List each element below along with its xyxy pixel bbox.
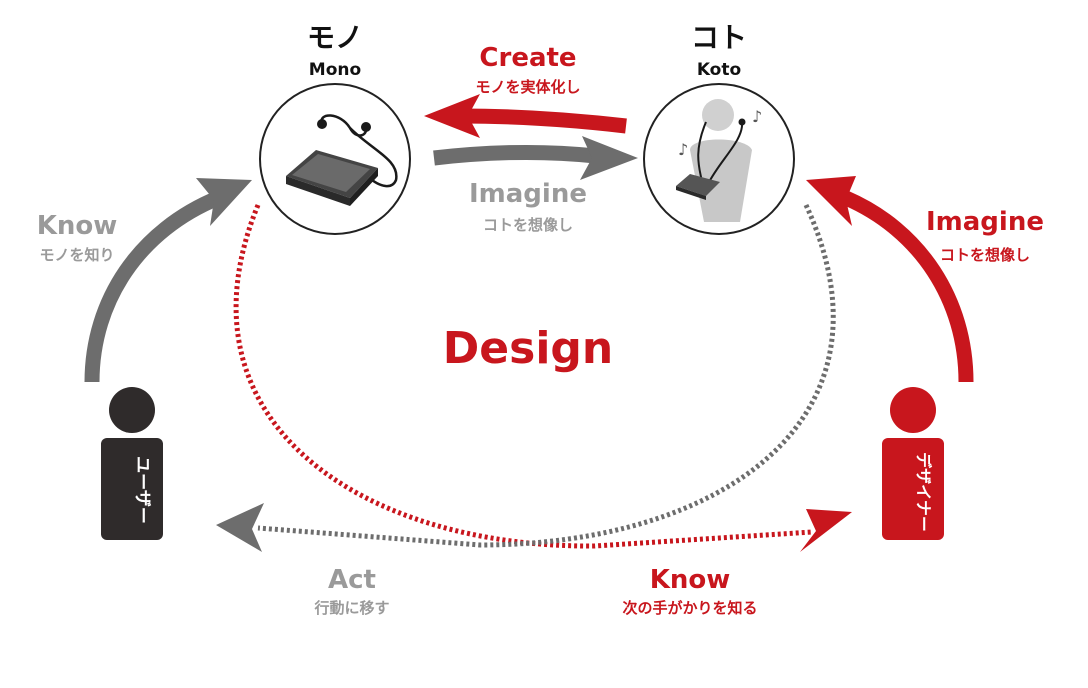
know-left-sub-label: モノを知り — [39, 246, 114, 264]
gray-dotted-loop — [257, 203, 836, 548]
koto-en-label: Koto — [697, 60, 741, 80]
user-node: ユーザー — [101, 387, 163, 540]
imagine-right-arrowhead — [806, 176, 856, 226]
imagine-right-arrow — [842, 191, 974, 383]
mono-en-label: Mono — [309, 60, 361, 80]
act-label: Act — [328, 565, 376, 595]
create-sub-label: モノを実体化し — [475, 78, 580, 96]
imagine-right-label: Imagine — [926, 207, 1044, 237]
designer-label: デザイナー — [914, 452, 933, 532]
create-arrow — [461, 108, 627, 134]
mono-node — [259, 83, 411, 235]
know-left-arrow — [84, 191, 221, 383]
imagine-top-label: Imagine — [469, 179, 587, 209]
svg-text:♪: ♪ — [678, 140, 688, 159]
know-bottom-label: Know — [650, 565, 731, 595]
know-bottom-sub-label: 次の手がかりを知る — [622, 599, 757, 617]
user-label: ユーザー — [132, 456, 152, 524]
act-sub-label: 行動に移す — [313, 599, 389, 617]
know-bottom-arrowhead — [800, 509, 852, 552]
koto-node: ♪ ♪ — [643, 83, 795, 235]
person-icon — [101, 387, 163, 540]
know-left-label: Know — [37, 211, 118, 241]
create-arrowhead — [424, 94, 480, 138]
imagine-top-sub-label: コトを想像し — [483, 216, 573, 234]
know-left-arrowhead — [196, 178, 252, 226]
red-dotted-loop — [233, 204, 813, 549]
mono-ja-label: モノ — [307, 21, 363, 54]
act-arrowhead — [216, 503, 264, 552]
design-label: Design — [443, 323, 613, 374]
designer-node: デザイナー — [882, 387, 944, 540]
koto-ja-label: コト — [691, 21, 747, 54]
create-label: Create — [479, 43, 576, 73]
imagine-right-sub-label: コトを想像し — [940, 246, 1030, 264]
svg-text:♪: ♪ — [752, 107, 762, 126]
imagine-top-arrow — [433, 144, 597, 166]
person-icon — [882, 387, 944, 540]
person-listening-icon: ♪ ♪ — [676, 99, 762, 222]
music-player-icon — [286, 114, 398, 206]
imagine-top-arrowhead — [580, 136, 638, 180]
